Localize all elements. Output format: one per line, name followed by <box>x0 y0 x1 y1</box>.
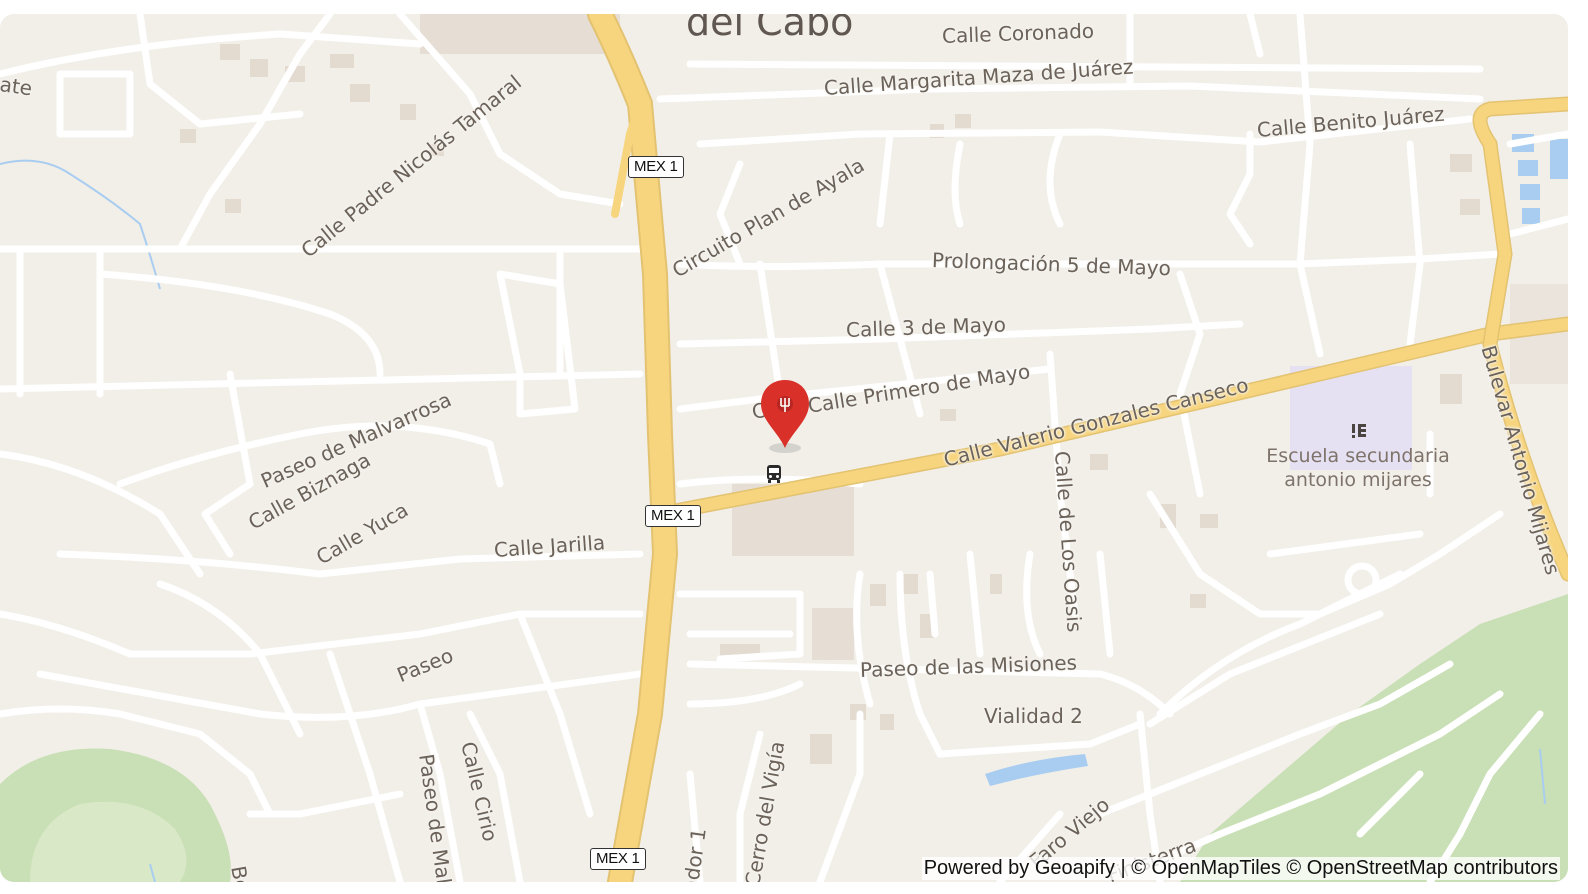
map-canvas[interactable] <box>0 14 1568 882</box>
attribution-separator: | © <box>1114 857 1152 879</box>
poi-label[interactable]: Escuela secundaria antonio mijares <box>1258 444 1458 492</box>
building-block <box>812 608 854 660</box>
pool-buildings <box>1512 134 1568 224</box>
openstreetmap-link[interactable]: OpenStreetMap <box>1306 857 1448 879</box>
attribution-contributors: contributors <box>1447 857 1558 879</box>
street-label: ate <box>0 72 34 101</box>
street-label: Bo <box>226 863 255 882</box>
park-area <box>30 801 187 882</box>
attribution-separator: © <box>1280 857 1307 879</box>
primary-road <box>662 96 1568 582</box>
school-icon <box>1352 424 1366 438</box>
road-roundabout <box>1344 562 1380 598</box>
place-title: del Cabo <box>686 14 854 44</box>
poi-label-line: antonio mijares <box>1284 469 1432 491</box>
bus-stop-icon[interactable] <box>765 464 783 484</box>
buildings <box>180 44 1480 764</box>
openmaptiles-link[interactable]: OpenMapTiles <box>1151 857 1281 879</box>
minor-roads <box>0 14 1568 882</box>
highway-shield: MEX 1 <box>628 156 684 178</box>
stream <box>0 159 161 290</box>
highway-shield: MEX 1 <box>645 505 701 527</box>
highway-mex1 <box>587 14 679 882</box>
street-label: Vialidad 2 <box>984 704 1083 728</box>
park-area <box>1180 594 1568 882</box>
map-pin-icon[interactable] <box>758 378 812 454</box>
pond <box>985 754 1088 786</box>
geoapify-link[interactable]: Geoapify <box>1034 857 1115 879</box>
highway-shield: MEX 1 <box>590 848 646 870</box>
attribution: Powered by Geoapify | © OpenMapTiles © O… <box>921 857 1560 880</box>
building-block <box>420 14 620 54</box>
poi-label-line: Escuela secundaria <box>1266 445 1450 467</box>
stream <box>149 748 1546 882</box>
attribution-powered-by: Powered by <box>923 857 1030 879</box>
map-view[interactable]: del Cabo Calle Coronado Calle Margarita … <box>0 14 1568 882</box>
